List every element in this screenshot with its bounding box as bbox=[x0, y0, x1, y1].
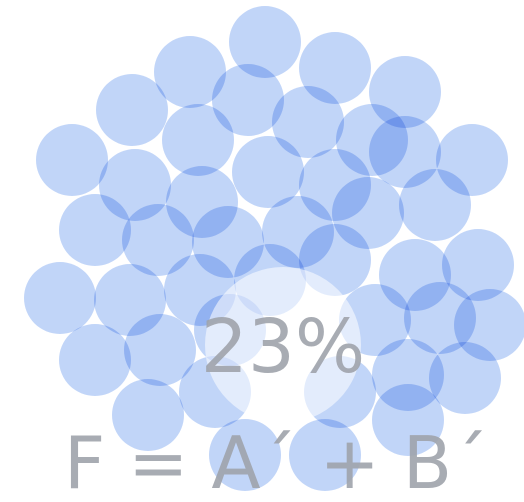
disc-23 bbox=[24, 262, 96, 334]
disc-14 bbox=[369, 116, 441, 188]
percentage-label: 23% bbox=[201, 304, 365, 390]
disc-43 bbox=[372, 384, 444, 456]
disc-9 bbox=[162, 104, 234, 176]
disc-17 bbox=[59, 194, 131, 266]
disc-30 bbox=[59, 324, 131, 396]
disc-7 bbox=[272, 86, 344, 158]
disc-3 bbox=[299, 32, 371, 104]
disc-1 bbox=[229, 6, 301, 78]
disc-29 bbox=[442, 229, 514, 301]
disc-22 bbox=[399, 169, 471, 241]
disc-31 bbox=[124, 314, 196, 386]
disc-36 bbox=[112, 379, 184, 451]
disc-6 bbox=[212, 64, 284, 136]
highlight-disc bbox=[205, 267, 361, 423]
disc-2 bbox=[154, 36, 226, 108]
formula-label: F = A´ + B´ bbox=[64, 421, 488, 502]
disc-40 bbox=[429, 342, 501, 414]
disc-18 bbox=[122, 204, 194, 276]
disc-cluster bbox=[24, 6, 524, 491]
disc-12 bbox=[232, 136, 304, 208]
disc-5 bbox=[96, 74, 168, 146]
disc-10 bbox=[36, 124, 108, 196]
disc-42 bbox=[289, 419, 361, 491]
disc-41 bbox=[209, 419, 281, 491]
